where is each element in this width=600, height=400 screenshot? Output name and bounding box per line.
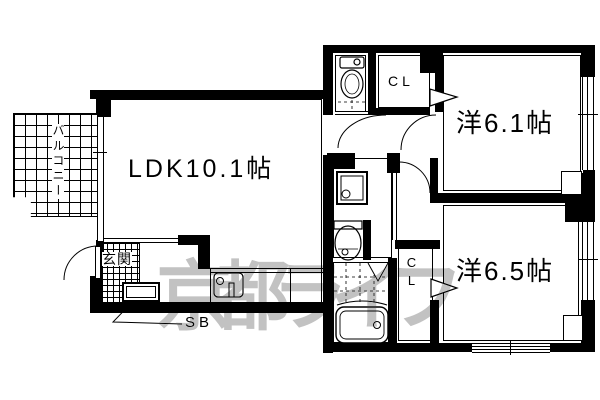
entrance-door-leaf [95,246,101,279]
washbasin-icon [333,220,363,261]
window-room65-right [582,222,594,300]
wall-closet-lower-right [430,300,439,343]
kitchen-sink-icon [213,272,244,298]
washroom-door-arc [398,161,431,194]
window-room65-bottom [472,343,550,353]
washing-machine-icon [336,171,368,205]
window-room65-bottom-tick [510,341,511,355]
entrance-divider-line-a [98,238,178,239]
bathtub-icon [335,306,389,344]
room-washroom-outline [333,158,392,258]
wall-washroom-stub [327,153,355,169]
window-room65-right-tick [578,259,598,260]
wall-closet-lower-top [395,240,440,249]
shoe-box-inner [126,286,156,298]
room-label-western-65: 洋6.5帖 [456,256,555,286]
wall-closet-upper-bottom [370,108,430,115]
wall-kitchen-post-h [178,235,210,245]
balcony-label: バルコニー [51,124,65,199]
shoe-box-label: SB [185,314,214,331]
closet-lower-door-triangle-icon [430,278,459,298]
wall-ldk-bottom [90,303,333,313]
wall-bath-column-left [323,155,333,353]
kitchen-counter-divider [290,269,291,302]
wall-bottom-right [323,343,595,352]
room-label-ldk: LDK10.1帖 [128,155,275,183]
closet-lower-label: CL [404,255,419,291]
bath-apron-curve [336,300,388,306]
room-65-outline [443,205,579,341]
wall-kitchen-post-v [198,245,210,269]
wall-ldk-corner [96,90,111,117]
balcony-window-tick [93,152,107,153]
wall-basin-nook [363,220,371,260]
pillar-notch-61 [561,171,582,195]
bath-folding-door-icon [367,262,389,283]
wall-room61-left-lower [430,158,438,196]
window-room61-mid [587,77,588,170]
window-room61-tick [578,114,598,115]
wall-top-right [323,45,595,53]
pillar-notch-65 [563,315,583,341]
wall-toilet-left [323,48,333,115]
window-room65-right-mid [587,222,588,300]
wall-entrance-left [90,276,100,313]
room-61-outline [443,55,581,191]
wall-room61-left-upper [435,52,443,112]
room61-door-arc [400,114,437,151]
shoe-box-leader-line [111,293,183,325]
balcony-window [97,117,104,241]
wall-right-lower [581,300,595,343]
kitchen-counter [210,268,328,303]
closet-upper-door-triangle-icon [429,88,459,107]
wall-room-divider [430,193,570,203]
window-room65-bottom-mid-b [472,349,550,350]
closet-upper-outline [378,55,430,108]
window-room65-bottom-mid-a [472,346,550,347]
entrance-label: 玄関 [102,251,132,267]
wall-right-upper [581,48,595,77]
hall-wall-line-b [396,160,397,240]
toilet-door-line-b [335,114,368,115]
window-room61 [582,77,594,170]
wall-closet-upper-notch [420,53,435,73]
kitchen-counter-edge [211,272,327,273]
entrance-door-arc [63,245,99,281]
wall-bath-right [388,258,397,345]
toilet-icon [338,56,366,110]
watermark-text: 京都ライフ [156,255,464,340]
closet-upper-label: CL [388,73,414,89]
hall-wall-line-a [392,160,393,240]
room-label-western-61: 洋6.1帖 [456,108,555,138]
toilet-door-arc [337,114,387,149]
toilet-door-line-a [335,111,368,112]
wall-ldk-top [90,90,333,99]
wall-toilet-right [368,53,376,115]
